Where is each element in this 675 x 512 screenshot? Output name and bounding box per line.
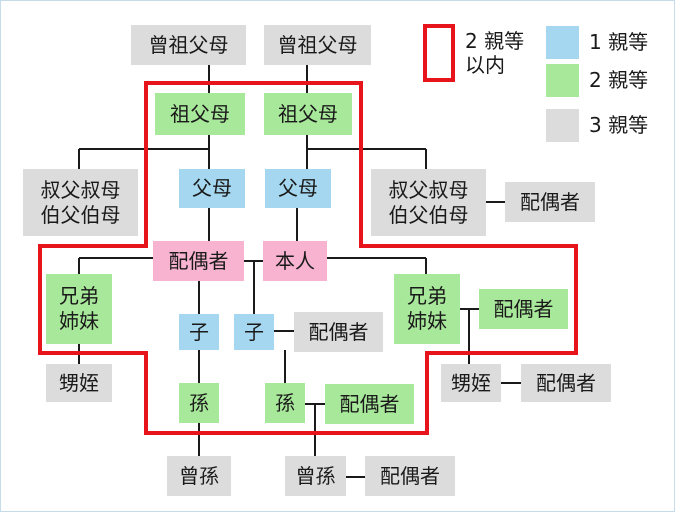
within-two-degrees-boundary <box>38 81 578 435</box>
node-grandparents-right: 祖父母 <box>264 93 352 135</box>
node-siblings-right: 兄弟 姉妹 <box>394 274 460 344</box>
node-uncles-aunts-right: 叔父叔母 伯父伯母 <box>371 169 486 236</box>
legend-degree3-label: 3 親等 <box>589 113 649 137</box>
node-siblings-left: 兄弟 姉妹 <box>46 274 112 344</box>
node-parents-left: 父母 <box>179 169 245 208</box>
node-nephews-nieces-right: 甥姪 <box>441 364 501 402</box>
node-great-grandchild-right: 曾孫 <box>285 456 346 496</box>
legend-outline-swatch <box>423 24 455 82</box>
legend-degree1-swatch <box>546 26 579 59</box>
node-child-left: 子 <box>179 314 219 350</box>
node-grandchild-left: 孫 <box>179 383 219 423</box>
node-self: 本人 <box>263 241 327 281</box>
node-grandchild-right: 孫 <box>265 383 305 423</box>
node-nephews-nieces-right-spouse: 配偶者 <box>521 364 611 402</box>
legend-degree1-label: 1 親等 <box>589 30 649 54</box>
legend-outline-label: 2 親等 以内 <box>465 29 525 77</box>
node-parents-right: 父母 <box>265 169 331 208</box>
node-great-grandparents-right: 曾祖父母 <box>264 25 371 65</box>
node-great-grandchild-right-spouse: 配偶者 <box>365 456 455 496</box>
node-great-grandchild-left: 曾孫 <box>167 456 231 496</box>
node-uncles-aunts-left: 叔父叔母 伯父伯母 <box>23 169 138 236</box>
legend-degree2-label: 2 親等 <box>589 68 649 92</box>
node-grandchild-right-spouse: 配偶者 <box>325 384 414 424</box>
node-child-right: 子 <box>234 314 274 350</box>
node-nephews-nieces-left: 甥姪 <box>46 364 112 402</box>
node-siblings-right-spouse: 配偶者 <box>479 289 568 329</box>
legend-degree3-swatch <box>546 109 579 142</box>
legend-degree2-swatch <box>546 64 579 97</box>
node-great-grandparents-left: 曾祖父母 <box>131 25 246 65</box>
node-grandparents-left: 祖父母 <box>155 93 245 135</box>
node-spouse: 配偶者 <box>153 241 244 281</box>
node-uncles-aunts-right-spouse: 配偶者 <box>505 182 595 222</box>
node-child-right-spouse: 配偶者 <box>294 312 383 352</box>
